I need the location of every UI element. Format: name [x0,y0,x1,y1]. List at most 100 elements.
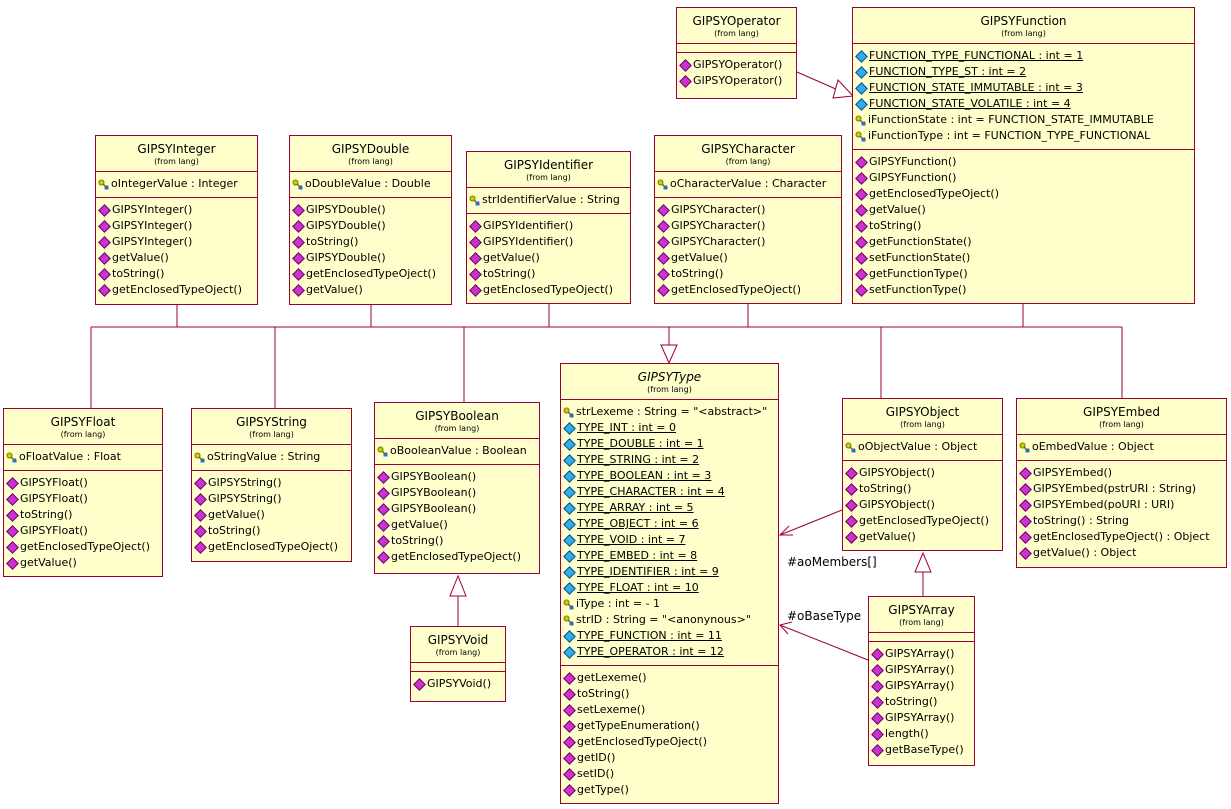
operation-row[interactable]: GIPSYBoolean() [375,501,539,517]
operation-row[interactable]: getEnclosedTypeOject() [375,549,539,565]
operation-row[interactable]: toString() [4,507,162,523]
attribute-row[interactable]: strLexeme : String = "<abstract>" [561,404,778,420]
operation-row[interactable]: GIPSYVoid() [411,676,505,692]
operation-row[interactable]: getEnclosedTypeOject() [4,539,162,555]
attribute-row[interactable]: oFloatValue : Float [4,449,162,465]
class-gipsy-type[interactable]: GIPSYType(from lang)strLexeme : String =… [560,363,779,804]
class-gipsy-boolean[interactable]: GIPSYBoolean(from lang)oBooleanValue : B… [374,402,540,574]
operation-row[interactable]: getEnclosedTypeOject() [561,734,778,750]
operation-row[interactable]: getEnclosedTypeOject() [96,282,257,298]
operation-row[interactable]: getValue() [290,282,451,298]
class-gipsy-character[interactable]: GIPSYCharacter(from lang)oCharacterValue… [654,135,842,304]
operation-row[interactable]: GIPSYFunction() [853,154,1194,170]
operation-row[interactable]: GIPSYFloat() [4,491,162,507]
attribute-row[interactable]: FUNCTION_STATE_VOLATILE : int = 4 [853,96,1194,112]
operation-row[interactable]: GIPSYObject() [843,465,1002,481]
operation-row[interactable]: GIPSYFloat() [4,523,162,539]
operation-row[interactable]: GIPSYDouble() [290,202,451,218]
attribute-row[interactable]: strIdentifierValue : String [467,192,630,208]
operation-row[interactable]: toString() [869,694,974,710]
class-gipsy-identifier[interactable]: GIPSYIdentifier(from lang)strIdentifierV… [466,151,631,304]
attribute-row[interactable]: TYPE_BOOLEAN : int = 3 [561,468,778,484]
attribute-row[interactable]: iType : int = - 1 [561,596,778,612]
operation-row[interactable]: GIPSYEmbed(poURI : URI) [1017,497,1226,513]
operation-row[interactable]: GIPSYInteger() [96,202,257,218]
attribute-row[interactable]: TYPE_FUNCTION : int = 11 [561,628,778,644]
operation-row[interactable]: GIPSYBoolean() [375,485,539,501]
operation-row[interactable]: GIPSYIdentifier() [467,218,630,234]
operation-row[interactable]: setFunctionType() [853,282,1194,298]
operation-row[interactable]: toString() [467,266,630,282]
operation-row[interactable]: getID() [561,750,778,766]
attribute-row[interactable]: TYPE_CHARACTER : int = 4 [561,484,778,500]
operation-row[interactable]: getFunctionType() [853,266,1194,282]
attribute-row[interactable]: oObjectValue : Object [843,439,1002,455]
operation-row[interactable]: toString() [561,686,778,702]
operation-row[interactable]: GIPSYObject() [843,497,1002,513]
operation-row[interactable]: GIPSYInteger() [96,218,257,234]
attribute-row[interactable]: FUNCTION_TYPE_ST : int = 2 [853,64,1194,80]
operation-row[interactable]: length() [869,726,974,742]
attribute-row[interactable]: oEmbedValue : Object [1017,439,1226,455]
operation-row[interactable]: getTypeEnumeration() [561,718,778,734]
class-gipsy-double[interactable]: GIPSYDouble(from lang)oDoubleValue : Dou… [289,135,452,305]
attribute-row[interactable]: strID : String = "<anonynous>" [561,612,778,628]
attribute-row[interactable]: iFunctionState : int = FUNCTION_STATE_IM… [853,112,1194,128]
operation-row[interactable]: getValue() [843,529,1002,545]
operation-row[interactable]: toString() [375,533,539,549]
operation-row[interactable]: getValue() [655,250,841,266]
attribute-row[interactable]: TYPE_VOID : int = 7 [561,532,778,548]
operation-row[interactable]: getType() [561,782,778,798]
operation-row[interactable]: GIPSYEmbed(pstrURI : String) [1017,481,1226,497]
operation-row[interactable]: getEnclosedTypeOject() [290,266,451,282]
attribute-row[interactable]: oIntegerValue : Integer [96,176,257,192]
attribute-row[interactable]: TYPE_OBJECT : int = 6 [561,516,778,532]
attribute-row[interactable]: TYPE_STRING : int = 2 [561,452,778,468]
operation-row[interactable]: toString() [655,266,841,282]
operation-row[interactable]: GIPSYDouble() [290,250,451,266]
class-gipsy-string[interactable]: GIPSYString(from lang)oStringValue : Str… [191,408,352,562]
class-gipsy-embed[interactable]: GIPSYEmbed(from lang)oEmbedValue : Objec… [1016,398,1227,568]
operation-row[interactable]: getValue() : Object [1017,545,1226,561]
operation-row[interactable]: getEnclosedTypeOject() : Object [1017,529,1226,545]
attribute-row[interactable]: oBooleanValue : Boolean [375,443,539,459]
operation-row[interactable]: GIPSYCharacter() [655,234,841,250]
operation-row[interactable]: getValue() [4,555,162,571]
attribute-row[interactable]: iFunctionType : int = FUNCTION_TYPE_FUNC… [853,128,1194,144]
operation-row[interactable]: toString() [96,266,257,282]
attribute-row[interactable]: TYPE_FLOAT : int = 10 [561,580,778,596]
operation-row[interactable]: getValue() [467,250,630,266]
operation-row[interactable]: GIPSYDouble() [290,218,451,234]
operation-row[interactable]: GIPSYArray() [869,646,974,662]
operation-row[interactable]: toString() [843,481,1002,497]
operation-row[interactable]: GIPSYArray() [869,662,974,678]
operation-row[interactable]: getEnclosedTypeOject() [655,282,841,298]
operation-row[interactable]: GIPSYEmbed() [1017,465,1226,481]
operation-row[interactable]: GIPSYCharacter() [655,218,841,234]
class-gipsy-operator[interactable]: GIPSYOperator(from lang)GIPSYOperator()G… [676,7,797,99]
operation-row[interactable]: getEnclosedTypeOject() [843,513,1002,529]
operation-row[interactable]: toString() : String [1017,513,1226,529]
class-gipsy-float[interactable]: GIPSYFloat(from lang)oFloatValue : Float… [3,408,163,577]
class-gipsy-integer[interactable]: GIPSYInteger(from lang)oIntegerValue : I… [95,135,258,305]
operation-row[interactable]: GIPSYOperator() [677,57,796,73]
operation-row[interactable]: GIPSYCharacter() [655,202,841,218]
operation-row[interactable]: GIPSYArray() [869,710,974,726]
attribute-row[interactable]: TYPE_DOUBLE : int = 1 [561,436,778,452]
operation-row[interactable]: setFunctionState() [853,250,1194,266]
operation-row[interactable]: GIPSYInteger() [96,234,257,250]
attribute-row[interactable]: FUNCTION_TYPE_FUNCTIONAL : int = 1 [853,48,1194,64]
class-gipsy-array[interactable]: GIPSYArray(from lang)GIPSYArray()GIPSYAr… [868,596,975,766]
operation-row[interactable]: getValue() [853,202,1194,218]
operation-row[interactable]: GIPSYOperator() [677,73,796,89]
class-gipsy-object[interactable]: GIPSYObject(from lang)oObjectValue : Obj… [842,398,1003,551]
attribute-row[interactable]: TYPE_ARRAY : int = 5 [561,500,778,516]
operation-row[interactable]: GIPSYFloat() [4,475,162,491]
operation-row[interactable]: GIPSYBoolean() [375,469,539,485]
operation-row[interactable]: toString() [853,218,1194,234]
operation-row[interactable]: getEnclosedTypeOject() [467,282,630,298]
operation-row[interactable]: GIPSYString() [192,475,351,491]
operation-row[interactable]: toString() [290,234,451,250]
operation-row[interactable]: toString() [192,523,351,539]
class-gipsy-void[interactable]: GIPSYVoid(from lang)GIPSYVoid() [410,626,506,702]
